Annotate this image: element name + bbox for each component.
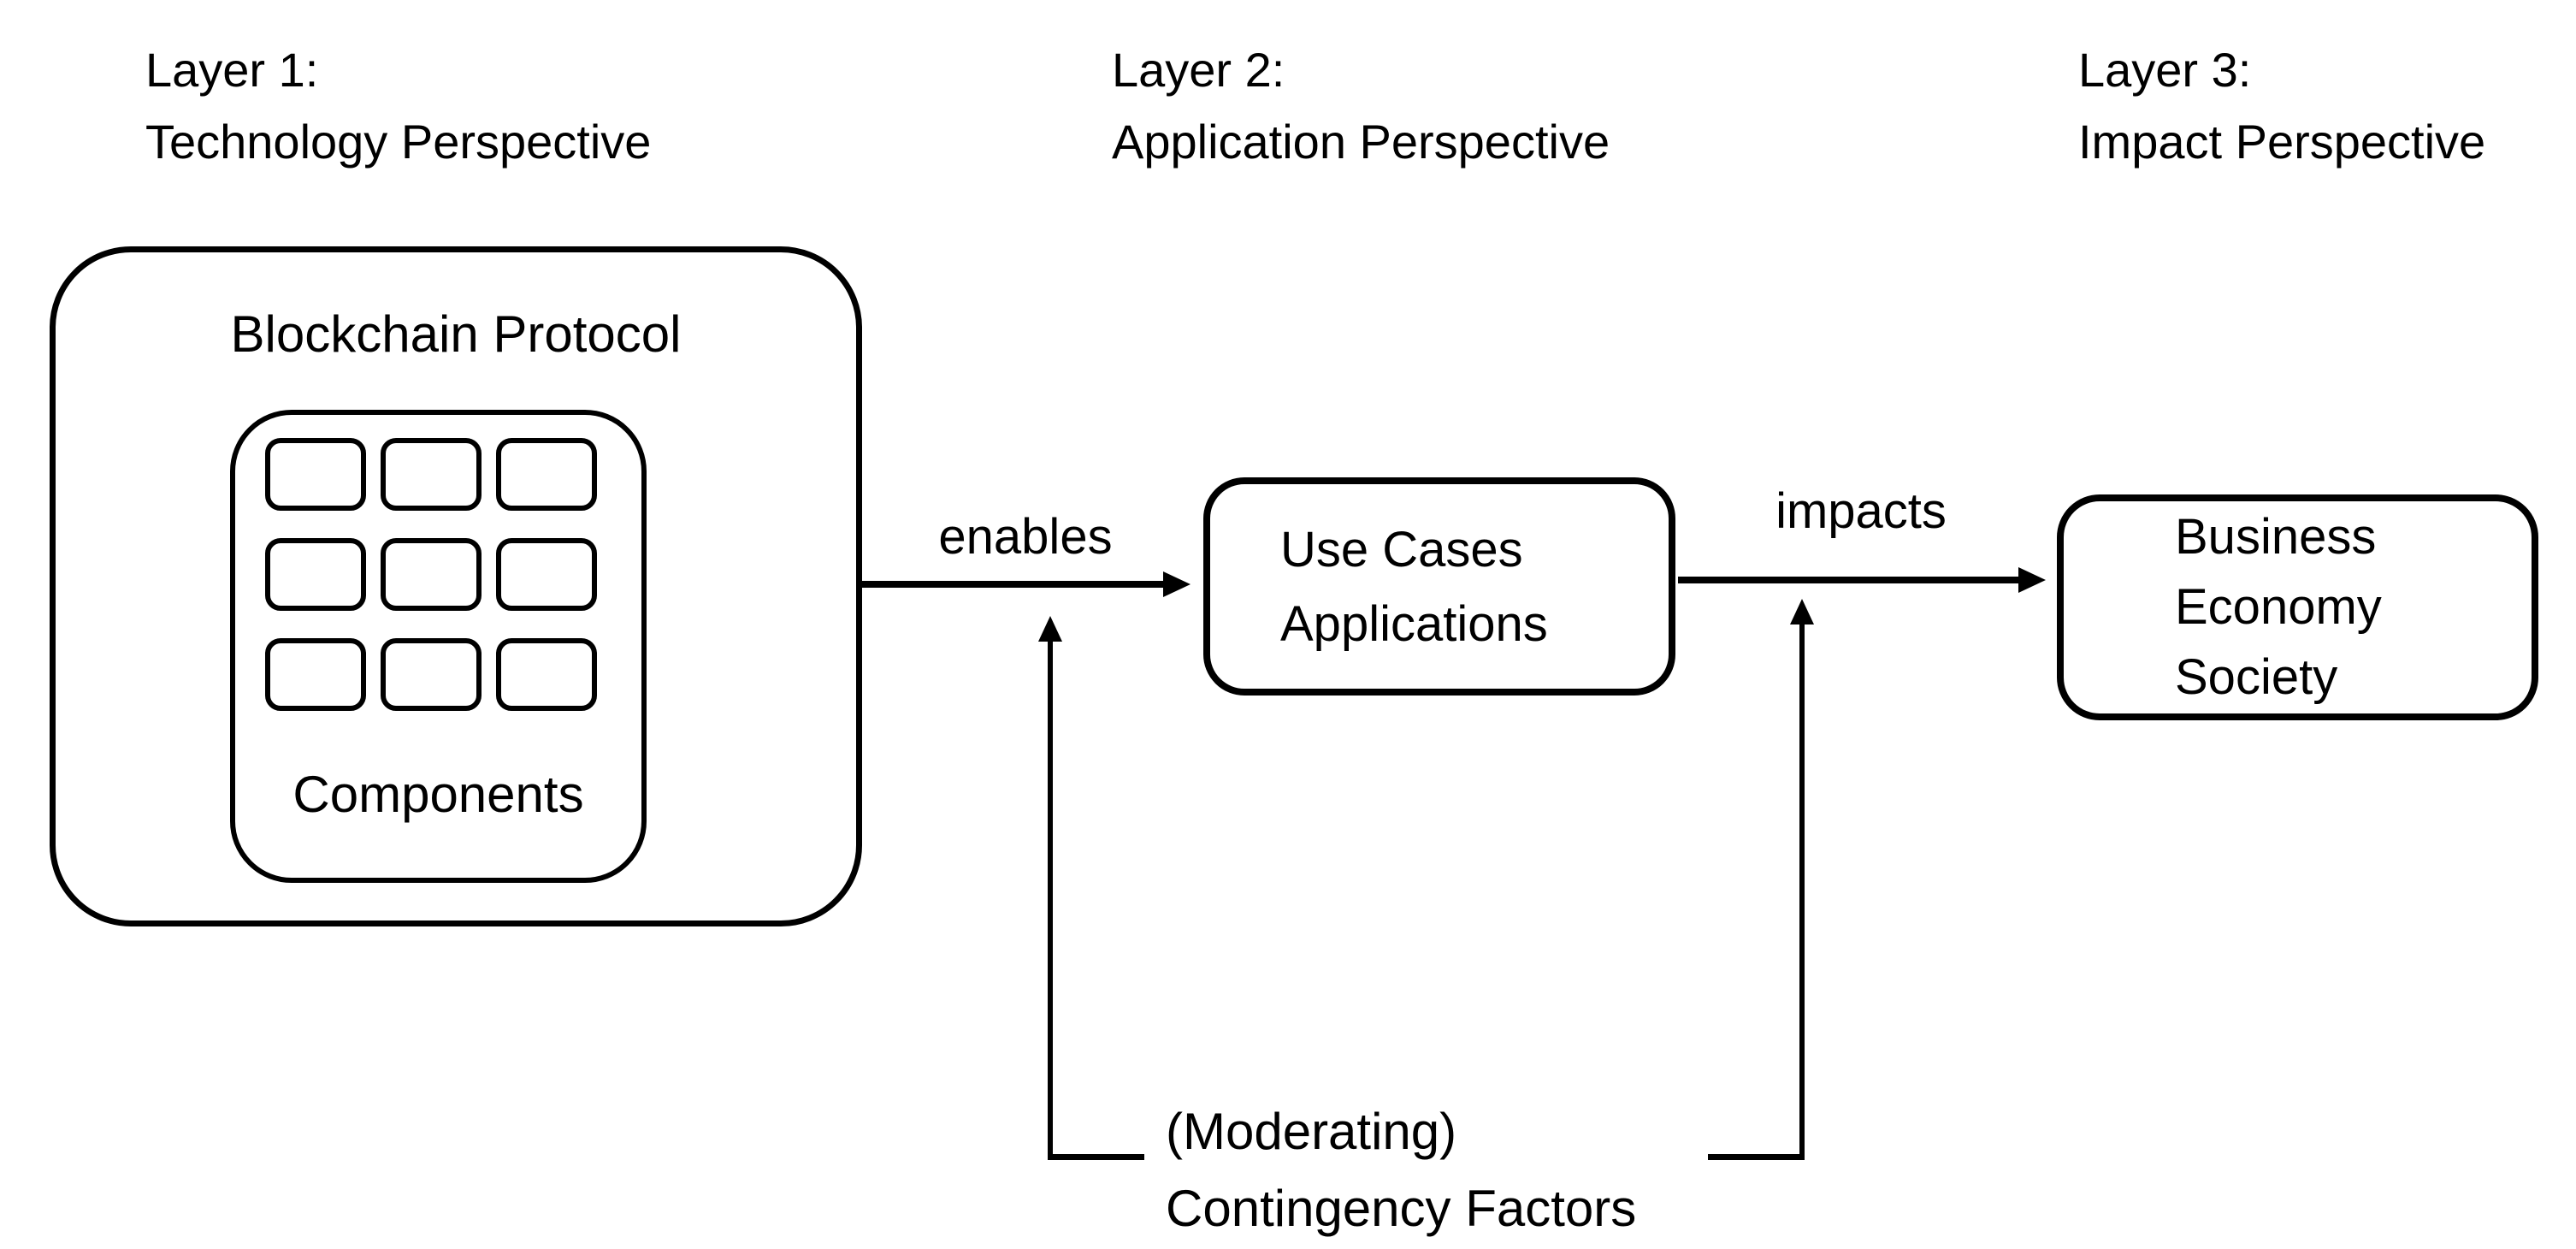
component-cell bbox=[496, 538, 597, 611]
layer2-header-line2: Application Perspective bbox=[1112, 115, 1610, 169]
layer2-header-line1: Layer 2: bbox=[1112, 43, 1285, 97]
impacts-arrowhead-icon bbox=[2018, 567, 2046, 593]
components-grid bbox=[265, 438, 597, 711]
layer3-header: Layer 3: Impact Perspective bbox=[2078, 34, 2485, 178]
component-cell bbox=[381, 538, 482, 611]
use-cases-line2: Applications bbox=[1280, 595, 1548, 652]
business-economy-society-text: Business Economy Society bbox=[2175, 502, 2382, 713]
use-cases-text: Use Cases Applications bbox=[1280, 512, 1548, 661]
components-label: Components bbox=[292, 766, 584, 823]
component-cell bbox=[265, 638, 366, 711]
enables-arrowhead-icon bbox=[1163, 571, 1191, 597]
layer2-header: Layer 2: Application Perspective bbox=[1112, 34, 1610, 178]
component-cell bbox=[496, 638, 597, 711]
moderator-right-arrow-line bbox=[1799, 621, 1805, 1160]
moderating-factors-line2: Contingency Factors bbox=[1166, 1180, 1637, 1237]
layer1-header-line2: Technology Perspective bbox=[145, 115, 652, 169]
moderator-left-elbow bbox=[1048, 1154, 1144, 1160]
component-cell bbox=[381, 638, 482, 711]
moderator-left-arrowhead-icon bbox=[1038, 616, 1062, 642]
use-cases-box: Use Cases Applications bbox=[1203, 477, 1675, 696]
component-cell bbox=[496, 438, 597, 511]
component-cell bbox=[265, 538, 366, 611]
moderator-right-elbow bbox=[1708, 1154, 1802, 1160]
impacts-label: impacts bbox=[1775, 483, 1947, 539]
use-cases-line1: Use Cases bbox=[1280, 521, 1523, 577]
layer3-header-line1: Layer 3: bbox=[2078, 43, 2252, 97]
business-line: Business bbox=[2175, 509, 2377, 565]
enables-arrow-line bbox=[862, 581, 1163, 588]
component-cell bbox=[265, 438, 366, 511]
moderator-right-arrowhead-icon bbox=[1790, 599, 1814, 624]
business-economy-society-box: Business Economy Society bbox=[2057, 494, 2538, 720]
blockchain-protocol-label: Blockchain Protocol bbox=[230, 305, 682, 363]
impacts-arrow-line bbox=[1678, 577, 2018, 583]
layer1-header: Layer 1: Technology Perspective bbox=[145, 34, 651, 178]
moderator-left-arrow-line bbox=[1048, 638, 1053, 1160]
moderating-factors-label: (Moderating) Contingency Factors bbox=[1166, 1093, 1636, 1247]
layer3-header-line2: Impact Perspective bbox=[2078, 115, 2486, 169]
economy-line: Economy bbox=[2175, 579, 2382, 635]
society-line: Society bbox=[2175, 649, 2338, 705]
component-cell bbox=[381, 438, 482, 511]
enables-label: enables bbox=[938, 509, 1113, 565]
moderating-factors-line1: (Moderating) bbox=[1166, 1103, 1457, 1160]
layer1-header-line1: Layer 1: bbox=[145, 43, 319, 97]
